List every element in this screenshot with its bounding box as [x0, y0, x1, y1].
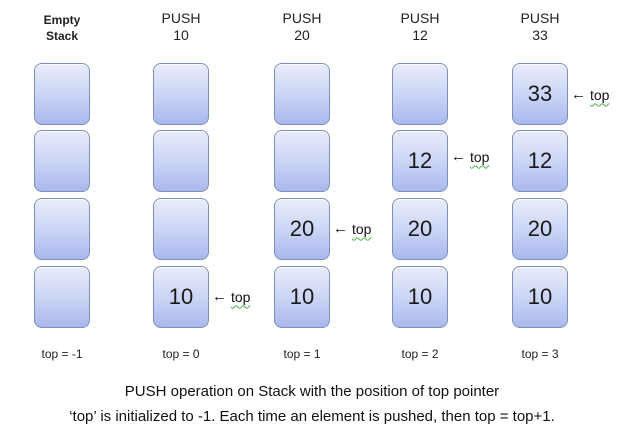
column-title: PUSH 20: [262, 10, 342, 44]
column-title-line2: 33: [532, 27, 548, 43]
caption-line-1: PUSH operation on Stack with the positio…: [124, 383, 500, 400]
top-pointer-label: top: [231, 288, 251, 305]
stack-cell: [274, 130, 330, 192]
column-title-line1: Empty: [43, 13, 81, 27]
stack-cell: [153, 63, 209, 125]
stack-cell: [34, 63, 90, 125]
stack-cell: 12: [512, 130, 568, 192]
left-arrow-icon: ←: [451, 148, 466, 165]
top-value-label: top = 0: [162, 347, 200, 361]
top-value-label: top = 3: [521, 347, 559, 361]
stack-cell: 10: [512, 266, 568, 328]
left-arrow-icon: ←: [212, 288, 227, 305]
column-title: PUSH 12: [380, 10, 460, 44]
column-title: PUSH 33: [500, 10, 580, 44]
stack-cell: 20: [274, 198, 330, 260]
column-title-line1: PUSH: [161, 10, 201, 26]
column-title-line2: 10: [173, 27, 189, 43]
stack-cell: 12: [392, 130, 448, 192]
column-title-line2: 12: [412, 27, 428, 43]
column-title-line1: PUSH: [400, 10, 440, 26]
column-title-line1: PUSH: [282, 10, 322, 26]
top-pointer-label: top: [352, 220, 372, 237]
top-pointer: ← top: [333, 220, 371, 237]
top-pointer-label: top: [470, 148, 490, 165]
column-title: Empty Stack: [22, 12, 102, 44]
top-pointer: ← top: [451, 148, 489, 165]
top-pointer: ← top: [571, 86, 609, 103]
stack-cell: [34, 130, 90, 192]
column-title: PUSH 10: [141, 10, 221, 44]
top-pointer: ← top: [212, 288, 250, 305]
stack-cell: [34, 198, 90, 260]
stack-cell: 20: [512, 198, 568, 260]
stack-cell: [392, 63, 448, 125]
top-value-label: top = 2: [401, 347, 439, 361]
left-arrow-icon: ←: [333, 220, 348, 237]
stack-cell: 10: [392, 266, 448, 328]
left-arrow-icon: ←: [571, 86, 586, 103]
stack-cell: [153, 130, 209, 192]
stack-cell: [153, 198, 209, 260]
stack-cell: 10: [153, 266, 209, 328]
top-pointer-label: top: [590, 86, 610, 103]
column-title-line1: PUSH: [520, 10, 560, 26]
stack-cell: 10: [274, 266, 330, 328]
stack-cell: [34, 266, 90, 328]
column-title-line2: Stack: [45, 29, 79, 43]
stack-cell: [274, 63, 330, 125]
caption-line-2: ‘top’ is initialized to -1. Each time an…: [69, 408, 555, 425]
stack-cell: 20: [392, 198, 448, 260]
column-title-line2: 20: [294, 27, 310, 43]
top-value-label: top = -1: [41, 347, 83, 361]
stack-cell: 33: [512, 63, 568, 125]
top-value-label: top = 1: [283, 347, 321, 361]
